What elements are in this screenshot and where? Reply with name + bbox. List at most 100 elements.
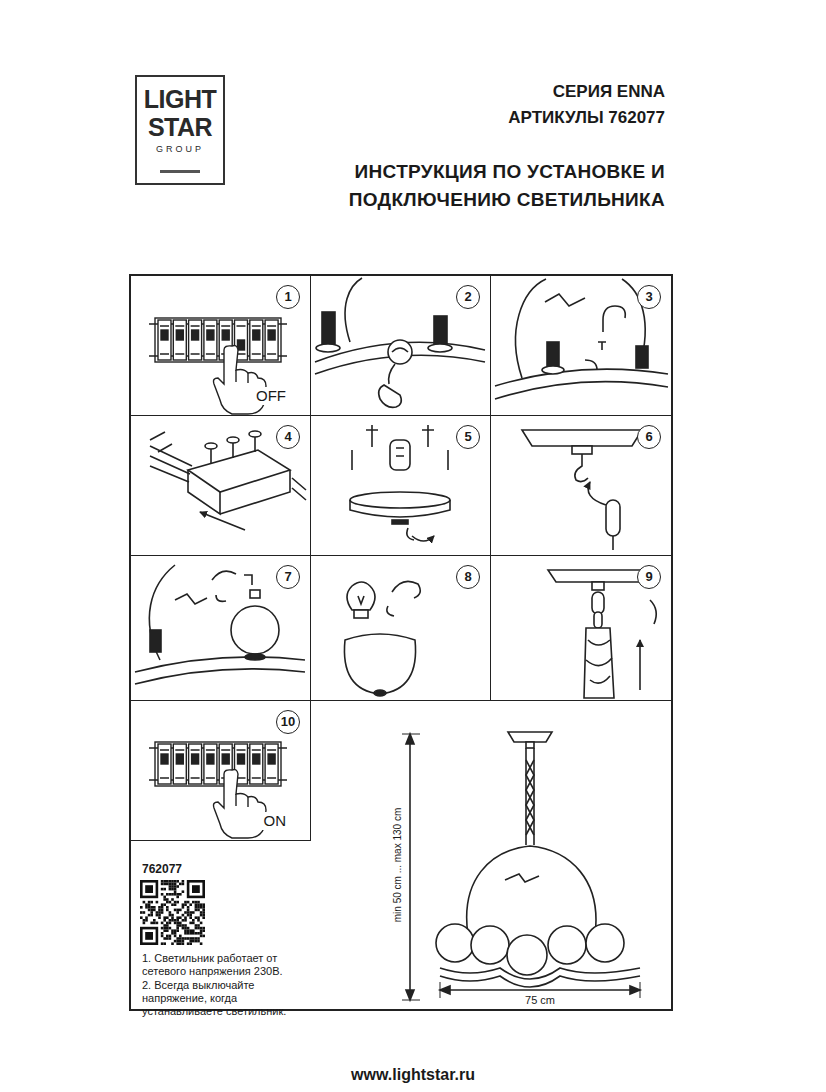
illustration-shape [507,935,547,975]
illustration-shape [173,320,186,360]
illustration-shape [227,437,239,443]
illustration-shape [143,919,146,922]
illustration-shape [153,922,156,925]
qr-code [140,880,205,945]
illustration-shape [163,927,166,930]
illustration-shape [197,906,200,909]
illustration-shape [148,903,151,906]
illustration-shape [197,927,200,930]
illustration-shape [192,929,195,932]
illustration-shape [192,919,195,922]
illustration-shape [189,922,192,925]
globe-mounting-figure [135,565,305,684]
illustration-shape [189,929,192,932]
illustration-shape [182,906,185,909]
illustration-shape [161,927,164,930]
illustration-shape [548,570,648,582]
illustration-shape [145,916,148,919]
illustration-shape [161,893,164,896]
illustration-shape [171,893,174,896]
illustration-shape [207,754,214,764]
illustration-shape [143,929,156,942]
illustration-shape [238,754,245,764]
illustration-shape [245,654,265,660]
illustration-shape [200,906,203,909]
step-number: 6 [637,425,661,449]
illustration-shape [184,927,187,930]
article-code: 762077 [142,862,301,876]
illustration-shape [171,880,174,883]
illustration-shape [174,888,177,891]
illustration-shape [184,901,187,904]
illustration-shape [171,929,174,932]
illustration-shape [176,885,179,888]
illustration-shape [195,903,198,906]
illustration-shape [173,744,186,784]
illustration-shape [166,893,169,896]
illustration-shape [179,937,182,940]
illustration-shape [202,914,205,917]
illustration-shape [249,431,261,437]
illustration-shape [161,935,164,938]
logo-wordmark: LIGHT STAR [141,85,219,141]
illustration-shape [169,914,172,917]
step-number: 5 [456,425,480,449]
illustration-shape [205,443,217,449]
illustration-shape [182,924,185,927]
width-dimension: 75 cm [525,994,555,1006]
illustration-shape [428,344,452,352]
illustration-shape [236,794,248,807]
illustration-shape [176,911,179,914]
notes-box: 7620771. Светильник работает от сетевого… [130,840,311,1018]
illustration-shape [184,911,187,914]
illustration-shape [192,940,195,943]
illustration-shape [179,935,182,938]
illustration-shape [143,922,146,925]
illustration-shape [169,885,172,888]
illustration-shape [434,316,447,344]
illustration-shape [150,909,153,912]
illustration-shape [171,914,174,917]
illustration-shape [166,883,169,886]
illustration-shape [169,883,172,886]
illustration-shape [156,901,159,904]
illustration-shape [406,734,414,744]
illustration-shape [182,883,185,886]
illustration-shape [184,937,187,940]
illustration-shape [169,901,172,904]
illustration-shape [187,942,190,945]
illustration-shape [161,883,164,886]
illustration-shape [176,922,179,925]
illustration-shape [316,344,340,352]
illustration-shape [189,916,192,919]
illustration-shape [182,937,185,940]
bulb-glass-figure [344,581,420,696]
illustration-shape [145,885,153,893]
illustration-shape [267,750,276,778]
illustration-shape [175,750,184,778]
illustration-shape [176,901,179,904]
illustration-shape [575,454,588,482]
illustration-shape [158,909,161,912]
illustration-shape [526,760,534,835]
illustration-shape [187,906,190,909]
illustration-shape [402,734,420,1000]
illustration-shape [187,927,190,930]
illustration-shape [148,914,151,917]
illustration-shape [586,924,624,962]
illustration-shape [202,911,205,914]
illustration-shape [189,940,192,943]
step-number: 9 [637,565,661,589]
illustration-shape [612,536,614,550]
illustration-shape [161,880,164,883]
illustration-shape [202,916,205,919]
illustration-shape [603,306,625,320]
illustration-shape [169,922,172,925]
illustration-shape [143,901,146,904]
illustration-shape [150,446,192,482]
illustration-shape [189,744,202,784]
illustration-shape [192,932,195,935]
illustration-shape [322,312,335,344]
illustration-shape [176,940,179,943]
illustration-shape [222,330,229,340]
